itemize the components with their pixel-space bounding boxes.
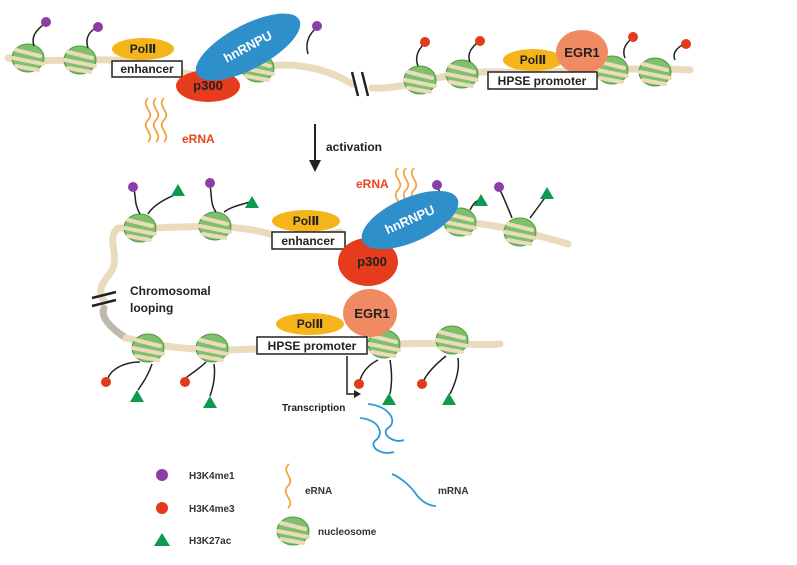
- nucleosome-icon: [637, 56, 673, 88]
- hpse-promoter-box: [256, 336, 368, 355]
- nucleosome-legend-icon: [275, 515, 311, 547]
- enhancer-box: [111, 60, 183, 78]
- h3k4me3-mark: [420, 37, 430, 47]
- erna-label: eRNA: [356, 177, 389, 191]
- h3k27ac-mark: [130, 390, 144, 402]
- h3k4me1-mark: [494, 182, 504, 192]
- h3k4me3-mark: [475, 36, 485, 46]
- pol2-enhancer: [112, 38, 174, 60]
- pol2-promoter-label: PolⅡ: [520, 53, 547, 67]
- mrna-icon: [359, 403, 405, 454]
- dna-break-mark: [350, 71, 370, 97]
- h3k27ac-mark: [245, 196, 259, 208]
- bottom-chromatin: Chromosomal looping eRNA PolⅡ enhancer p…: [91, 167, 572, 454]
- nucleosome-icon: [194, 332, 230, 364]
- legend-mrna: mRNA: [438, 486, 469, 497]
- erna-legend-icon: [284, 463, 292, 509]
- h3k4me3-mark: [681, 39, 691, 49]
- h3k4me3-mark: [354, 379, 364, 389]
- enhancer-box: [271, 231, 346, 250]
- enhancer-label: enhancer: [120, 62, 174, 76]
- legend: H3K4me1 H3K4me3 H3K27ac eRNA mRNA nucleo…: [154, 463, 469, 547]
- h3k4me3-mark: [180, 377, 190, 387]
- h3k4me1-mark: [432, 180, 442, 190]
- hpse-promoter-label: HPSE promoter: [498, 74, 587, 88]
- h3k27ac-mark: [442, 393, 456, 405]
- dna-loop: [99, 304, 130, 342]
- hpse-promoter-label: HPSE promoter: [268, 339, 357, 353]
- p300-label: p300: [193, 78, 223, 93]
- h3k4me1-mark: [205, 178, 215, 188]
- egr1-label: EGR1: [564, 45, 599, 60]
- pol2-enhancer-label: PolⅡ: [293, 214, 320, 228]
- nucleosome-icon: [130, 332, 166, 364]
- nucleosome-icon: [10, 42, 46, 74]
- nucleosome-icon: [197, 210, 233, 242]
- hnrnpu-protein: [361, 190, 459, 250]
- nucleosome-icon: [502, 216, 538, 248]
- mrna-legend-icon: [391, 473, 437, 507]
- top-chromatin: PolⅡ enhancer p300 hnRNPU eRNA PolⅡ EGR1…: [4, 13, 694, 146]
- transcription-start-arrow: [346, 356, 356, 395]
- nucleosome-icon: [434, 324, 470, 356]
- nucleosome-icon: [62, 44, 98, 76]
- h3k4me1-legend-icon: [156, 469, 168, 481]
- legend-h3k4me1: H3K4me1: [189, 471, 235, 482]
- enhancer-label: enhancer: [281, 234, 335, 248]
- activation-label: activation: [326, 140, 382, 154]
- p300-label: p300: [357, 254, 387, 269]
- legend-h3k4me3: H3K4me3: [189, 504, 235, 515]
- legend-h3k27ac: H3K27ac: [189, 536, 232, 547]
- erna-icon: [144, 97, 168, 143]
- nucleosome-icon: [402, 64, 438, 96]
- p300-protein: [338, 238, 398, 286]
- pol2-promoter: [276, 313, 344, 335]
- h3k27ac-mark: [382, 393, 396, 405]
- h3k4me3-mark: [417, 379, 427, 389]
- hnrnpu-protein: [195, 13, 301, 81]
- h3k4me3-mark: [628, 32, 638, 42]
- h3k4me3-legend-icon: [156, 502, 168, 514]
- erna-label: eRNA: [182, 132, 215, 146]
- h3k4me1-mark: [93, 22, 103, 32]
- activation-arrow: [309, 124, 321, 172]
- egr1-label: EGR1: [354, 306, 389, 321]
- chromosomal-looping-label: Chromosomal: [130, 284, 211, 298]
- egr1-protein: [556, 30, 608, 74]
- h3k4me1-mark: [41, 17, 51, 27]
- h3k27ac-mark: [203, 396, 217, 408]
- pol2-promoter: [503, 49, 563, 71]
- legend-erna: eRNA: [305, 486, 332, 497]
- h3k27ac-mark: [540, 187, 554, 199]
- dna-loop: [97, 224, 122, 304]
- pol2-enhancer: [272, 210, 340, 232]
- h3k4me3-mark: [101, 377, 111, 387]
- h3k4me1-mark: [312, 21, 322, 31]
- h3k4me1-mark: [128, 182, 138, 192]
- hpse-promoter-box: [487, 71, 598, 90]
- h3k27ac-mark: [171, 184, 185, 196]
- pol2-promoter-label: PolⅡ: [297, 317, 324, 331]
- nucleosome-icon: [444, 58, 480, 90]
- h3k27ac-mark: [474, 194, 488, 206]
- h3k27ac-legend-icon: [154, 533, 170, 546]
- egr1-protein: [343, 289, 397, 337]
- chromosomal-looping-label: looping: [130, 301, 173, 315]
- transcription-label: Transcription: [282, 403, 345, 414]
- pol2-enhancer-label: PolⅡ: [130, 42, 157, 56]
- legend-nucleosome: nucleosome: [318, 527, 377, 538]
- dna-break-mark: [91, 290, 117, 308]
- nucleosome-icon: [122, 212, 158, 244]
